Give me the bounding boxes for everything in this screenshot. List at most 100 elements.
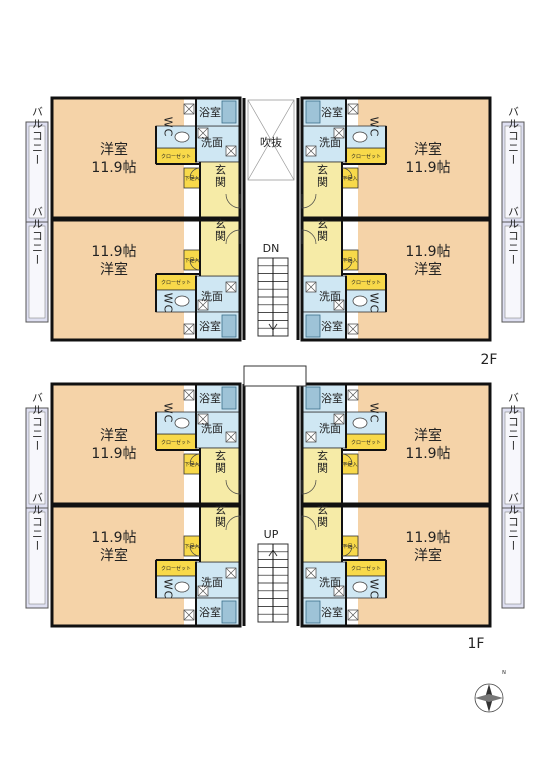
sink-cabinet bbox=[333, 413, 345, 425]
room-size-label: 11.9帖 bbox=[405, 160, 450, 176]
sink-cabinet bbox=[333, 585, 345, 597]
room-door bbox=[189, 167, 201, 179]
bath-label: 浴室 bbox=[321, 319, 343, 333]
unit-outer-wall bbox=[50, 504, 242, 628]
balcony-label: バルコニー bbox=[507, 392, 520, 452]
room-door bbox=[189, 545, 201, 557]
storage-label: 下足入 bbox=[342, 258, 357, 264]
unit-f1-br-shapes bbox=[300, 504, 492, 628]
entrance-door bbox=[301, 479, 317, 495]
sink-cabinet bbox=[197, 585, 209, 597]
entrance-label: 玄関 bbox=[316, 163, 329, 188]
wc-label: WC bbox=[162, 293, 175, 314]
bath-vent-diag-b bbox=[347, 389, 359, 401]
bathtub bbox=[221, 314, 237, 338]
bath-vent-diag-b bbox=[347, 103, 359, 115]
room-door bbox=[189, 453, 201, 465]
room-name-label: 洋室 bbox=[100, 261, 128, 278]
entrance-door bbox=[301, 515, 317, 531]
washer-pan bbox=[225, 567, 237, 579]
storage-label: 下足入 bbox=[184, 258, 199, 264]
wc-label: WC bbox=[368, 403, 381, 424]
f1-balcony-tl: バルコニー bbox=[25, 392, 49, 509]
wc-label: WC bbox=[162, 579, 175, 600]
unit-outer-wall bbox=[50, 382, 242, 506]
balcony-label: バルコニー bbox=[507, 106, 520, 166]
balcony-inner bbox=[504, 511, 522, 605]
storage-label: 下足入 bbox=[184, 544, 199, 550]
storage-label: 下足入 bbox=[342, 176, 357, 182]
room-size-label: 11.9帖 bbox=[405, 446, 450, 462]
unit-f2-tr-shapes bbox=[300, 96, 492, 220]
toilet-icon bbox=[174, 417, 190, 429]
sink-cabinet-diag-b bbox=[197, 585, 209, 597]
room-size-label: 11.9帖 bbox=[405, 530, 450, 546]
f1-balcony-bl: バルコニー bbox=[25, 492, 49, 609]
toilet-icon bbox=[352, 581, 368, 593]
up-label: UP bbox=[264, 528, 279, 541]
floor-2f-label: 2F bbox=[481, 352, 498, 368]
washer-pan-diag-b bbox=[225, 567, 237, 579]
entrance-label: 玄関 bbox=[316, 503, 329, 528]
washer-pan bbox=[225, 145, 237, 157]
toilet-icon bbox=[174, 295, 190, 307]
room-door bbox=[341, 167, 353, 179]
closet-label: クローゼット bbox=[351, 439, 381, 446]
entry-porch bbox=[243, 365, 307, 387]
bath-vent-diag-b bbox=[183, 103, 195, 115]
bath-vent bbox=[347, 609, 359, 621]
washer-pan-diag-b bbox=[305, 431, 317, 443]
storage-label: 下足入 bbox=[184, 176, 199, 182]
closet-label: クローゼット bbox=[161, 153, 191, 160]
closet-label: クローゼット bbox=[161, 279, 191, 286]
toilet-icon bbox=[352, 295, 368, 307]
balcony-label: バルコニー bbox=[31, 492, 44, 552]
sink-cabinet bbox=[197, 299, 209, 311]
bathtub bbox=[221, 600, 237, 624]
balcony-inner bbox=[28, 125, 46, 219]
wash-label: 洗面 bbox=[319, 136, 341, 149]
f2-balcony-tl: バルコニー bbox=[25, 106, 49, 223]
balcony-inner bbox=[28, 411, 46, 505]
unit-outer-wall bbox=[50, 218, 242, 342]
bath-vent-diag-b bbox=[347, 323, 359, 335]
wc-label: WC bbox=[368, 293, 381, 314]
f2-balcony-bl: バルコニー bbox=[25, 206, 49, 323]
balcony-label: バルコニー bbox=[507, 206, 520, 266]
closet-label: クローゼット bbox=[351, 565, 381, 572]
bath-label: 浴室 bbox=[321, 391, 343, 405]
bath-vent bbox=[183, 323, 195, 335]
bath-vent-diag-b bbox=[347, 609, 359, 621]
storage-label: 下足入 bbox=[342, 462, 357, 468]
bathtub bbox=[305, 100, 321, 124]
balcony-label: バルコニー bbox=[507, 492, 520, 552]
wash-label: 洗面 bbox=[201, 576, 223, 589]
bath-label: 浴室 bbox=[321, 605, 343, 619]
unit-outer-wall bbox=[300, 96, 492, 220]
entrance-label: 玄関 bbox=[316, 449, 329, 474]
bath-vent bbox=[347, 389, 359, 401]
unit-f2-br-shapes bbox=[300, 218, 492, 342]
entrance bbox=[199, 505, 241, 563]
unit-f1-tl-shapes bbox=[50, 382, 242, 506]
balcony-label: バルコニー bbox=[31, 106, 44, 166]
f1-balcony-tr: バルコニー bbox=[501, 392, 525, 509]
storage-label: 下足入 bbox=[342, 544, 357, 550]
bathtub bbox=[221, 100, 237, 124]
sink-cabinet bbox=[333, 127, 345, 139]
wc-label: WC bbox=[162, 117, 175, 138]
void-diag-b bbox=[247, 99, 295, 181]
entrance-label: 玄関 bbox=[214, 449, 227, 474]
entrance-label: 玄関 bbox=[316, 217, 329, 242]
f2-stairs bbox=[257, 257, 289, 337]
dn-label: DN bbox=[263, 242, 280, 255]
room-size-label: 11.9帖 bbox=[91, 530, 136, 546]
sink-cabinet bbox=[197, 413, 209, 425]
room-door bbox=[341, 453, 353, 465]
bathtub bbox=[305, 314, 321, 338]
sink-cabinet bbox=[197, 127, 209, 139]
wash-label: 洗面 bbox=[319, 290, 341, 303]
